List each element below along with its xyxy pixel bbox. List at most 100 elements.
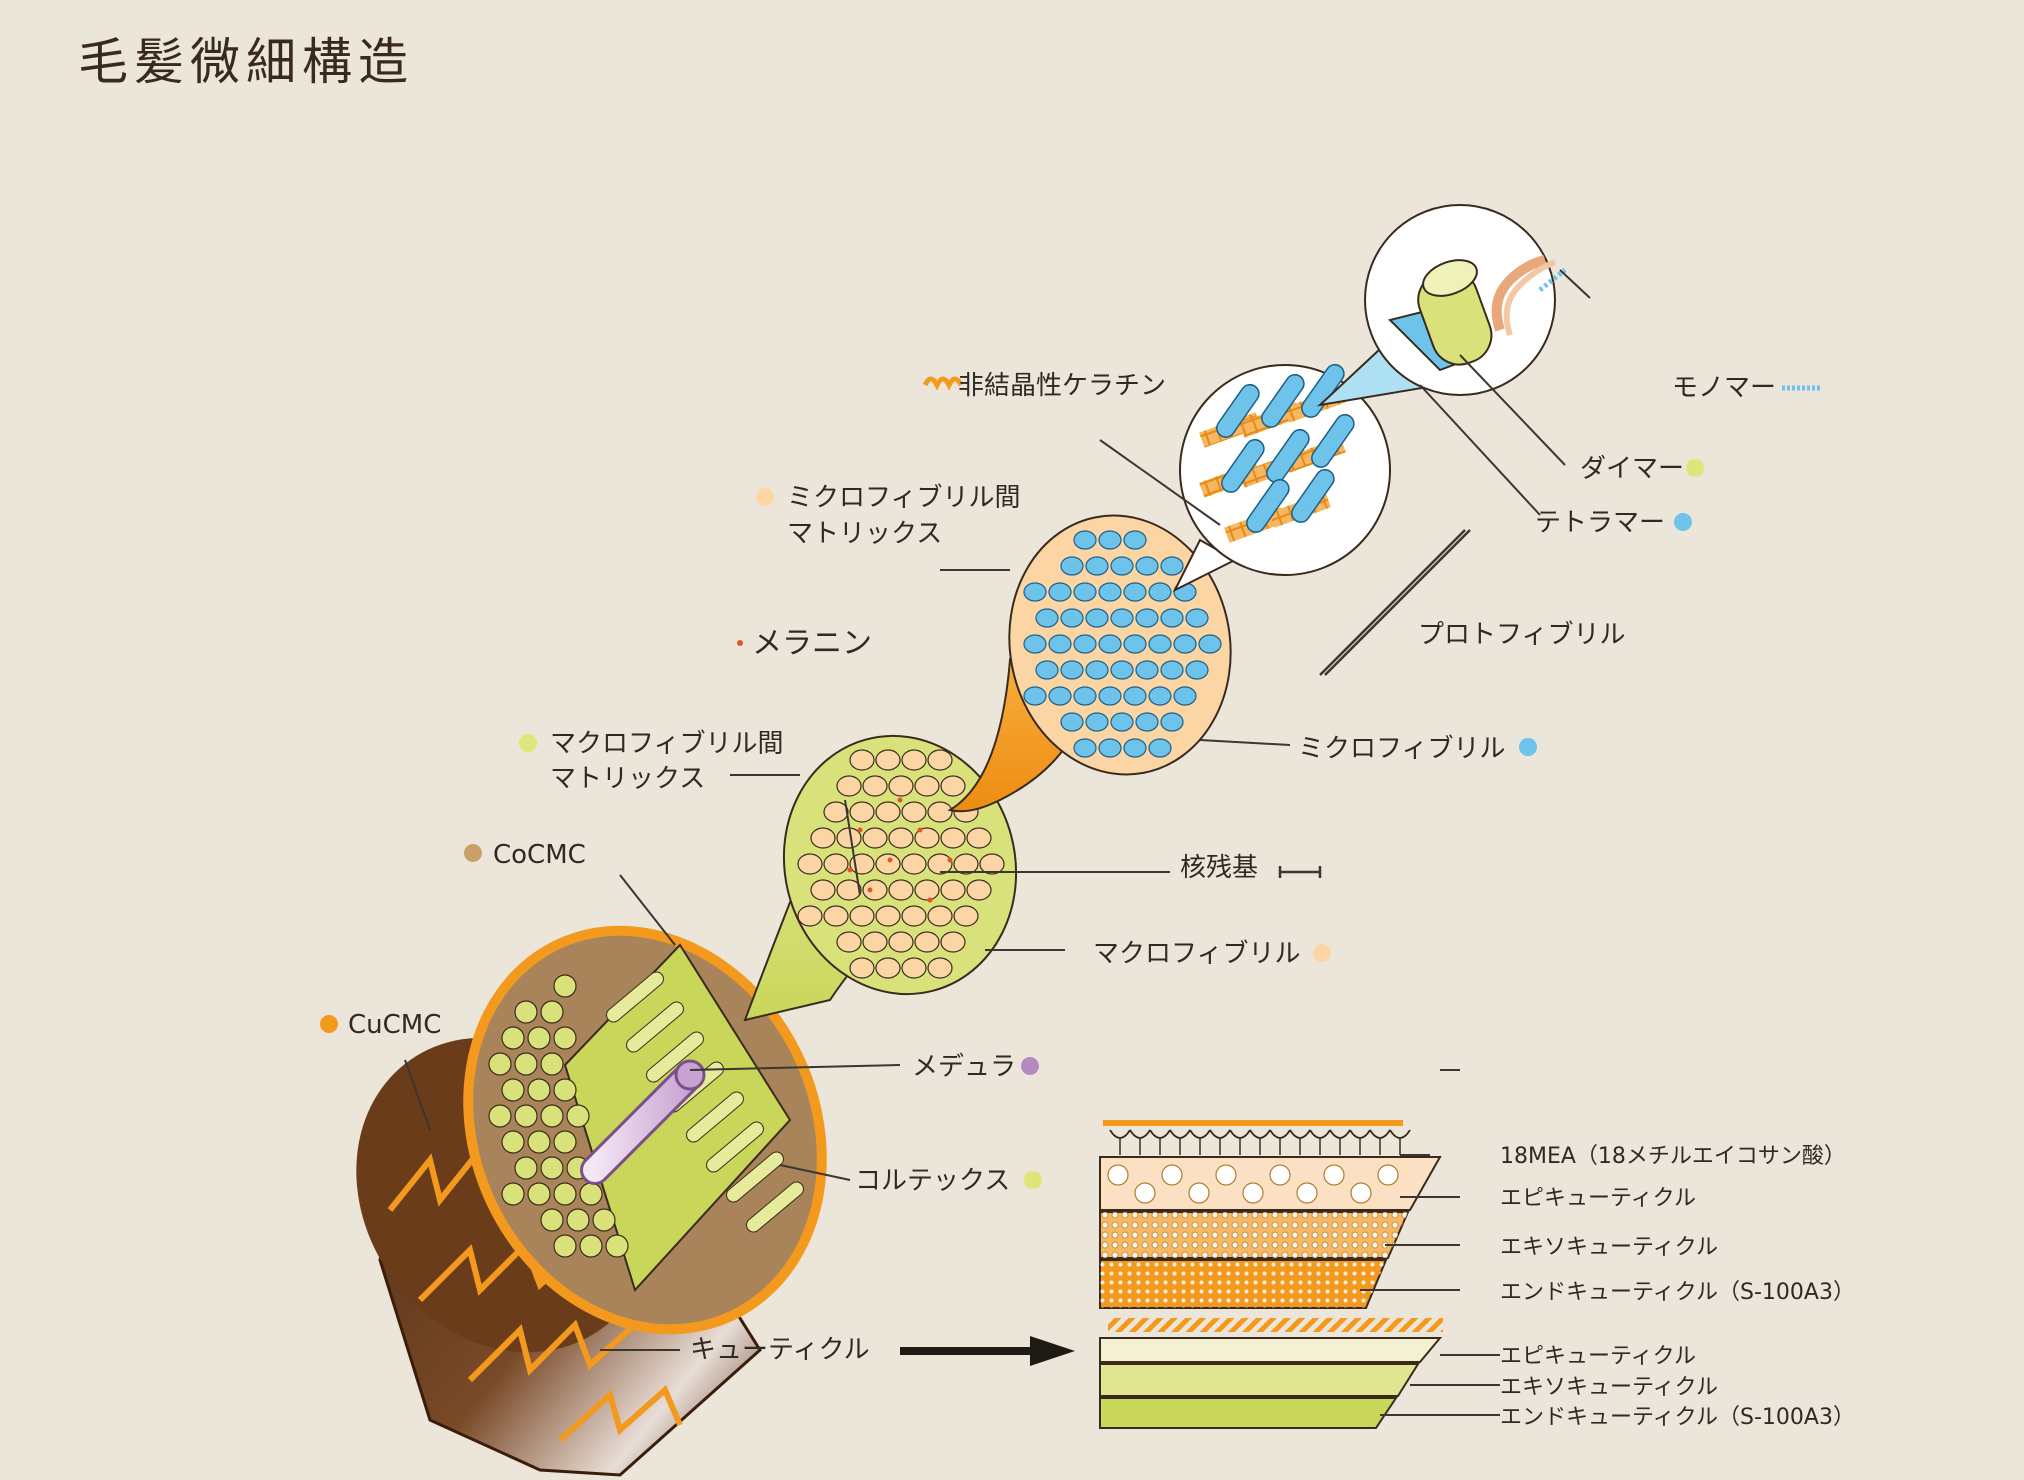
macrofibril-oval	[823, 801, 849, 823]
cuticle-zigzag-3	[467, 1317, 643, 1383]
epicuticle-granule	[1188, 1182, 1210, 1204]
protofibril-tube	[1216, 383, 1260, 438]
macrofibril-oval	[875, 905, 901, 927]
macrofibril-oval	[836, 879, 862, 901]
cortex-strand	[746, 1181, 804, 1233]
mea-chain	[1369, 1129, 1391, 1139]
cortex-cell	[579, 1234, 603, 1258]
microfibril-oval	[1085, 608, 1109, 628]
macrofibril-oval	[836, 775, 862, 797]
labels: 非結晶性ケラチン モノマー ダイマー テトラマー ミクロフィブリル間 マトリック…	[348, 371, 1855, 1430]
macrofibril-oval	[901, 957, 927, 979]
macrofibril-oval	[953, 905, 979, 927]
microfibril-oval	[1110, 608, 1134, 628]
macrofibril-oval	[823, 905, 849, 927]
dimer-dot	[1686, 459, 1704, 477]
cortex-cell	[553, 974, 577, 998]
melanin-dot	[737, 640, 743, 646]
microfibril-oval	[1148, 686, 1172, 706]
nuclear-remnant-icon	[1278, 866, 1322, 878]
microfibril-oval	[1060, 660, 1084, 680]
cucmc-dot	[320, 1015, 338, 1033]
tetramer-dot	[1674, 513, 1692, 531]
label-cortex: コルテックス	[855, 1166, 1010, 1196]
cortex-cell	[514, 1156, 538, 1180]
cortex-cell	[540, 1156, 564, 1180]
macrofibril-oval	[849, 801, 875, 823]
cortex-cell	[540, 1104, 564, 1128]
macrofibril-oval	[979, 853, 1005, 875]
label-nuclear-remnant: 核残基	[1180, 853, 1258, 883]
macrofibril-oval	[888, 879, 914, 901]
microfibril-oval	[1160, 556, 1184, 576]
macrofibril-dot	[1313, 944, 1331, 962]
mea-chain	[1389, 1129, 1411, 1139]
label-microfibril-matrix-2: マトリックス	[787, 519, 942, 549]
macrofibril-oval	[862, 931, 888, 953]
protofibril-tube	[1221, 438, 1265, 493]
macrofibril-oval	[862, 879, 888, 901]
macrofibril-oval	[927, 801, 953, 823]
microfibril-oval	[1148, 634, 1172, 654]
cortex-strand	[686, 1091, 744, 1143]
macrofibril-oval	[810, 879, 836, 901]
microfibril-oval	[1110, 660, 1134, 680]
microfibril-oval	[1023, 686, 1047, 706]
label-melanin: メラニン	[752, 626, 872, 661]
microfibril-oval	[1073, 634, 1097, 654]
macrofibril-oval	[875, 853, 901, 875]
cortex-cell	[553, 1078, 577, 1102]
macrofibril-oval	[875, 957, 901, 979]
macrofibril-oval	[901, 749, 927, 771]
macrofibril-oval	[888, 827, 914, 849]
cuticle-top-exo: エキソキューティクル	[1500, 1235, 1718, 1260]
epicuticle-granule	[1161, 1164, 1183, 1186]
mea-chain	[1289, 1129, 1311, 1139]
microfibril-oval	[1035, 608, 1059, 628]
macrofibril-oval	[888, 775, 914, 797]
microfibril-matrix-dot	[756, 488, 774, 506]
epicuticle-granule	[1107, 1164, 1129, 1186]
microfibril-oval	[1073, 530, 1097, 550]
label-protofibril: プロトフィブリル	[1418, 620, 1625, 650]
microfibril-oval	[1148, 738, 1172, 758]
cuticle-layers-detail-top	[1099, 1120, 1442, 1309]
mea-chain	[1249, 1129, 1271, 1139]
cortex-cell	[553, 1234, 577, 1258]
macrofibril-oval	[875, 801, 901, 823]
microfibril-oval	[1098, 582, 1122, 602]
microfibril-oval	[1123, 634, 1147, 654]
melanin-granule	[847, 867, 853, 873]
epicuticle-granule	[1323, 1164, 1345, 1186]
microfibril-oval	[1135, 556, 1159, 576]
protofibril-tube	[1266, 428, 1310, 483]
microfibril-oval	[1098, 634, 1122, 654]
macrofibril-oval	[927, 957, 953, 979]
cortex-cross-section	[463, 925, 827, 1335]
cuticle-top-epi: エピキューティクル	[1500, 1186, 1696, 1211]
protofibril-tube	[1291, 468, 1335, 523]
macrofibril-oval	[953, 853, 979, 875]
non-crystalline-keratin-icon	[922, 376, 964, 391]
cortex-cell	[514, 1052, 538, 1076]
melanin-granule	[897, 797, 903, 803]
mea-chain	[1129, 1129, 1151, 1139]
cortex-cell	[527, 1130, 551, 1154]
mea-chain	[1309, 1129, 1331, 1139]
cortex-cell	[553, 1026, 577, 1050]
label-microfibril: ミクロフィブリル	[1298, 734, 1505, 764]
cortex-cell	[501, 1182, 525, 1206]
microfibril-oval	[1185, 608, 1209, 628]
melanin-granule	[947, 857, 953, 863]
cortex-cell	[540, 1000, 564, 1024]
macrofibril-oval	[823, 853, 849, 875]
microfibril-oval	[1198, 634, 1222, 654]
protofibril-tube	[1311, 413, 1355, 468]
cortex-cell	[488, 1052, 512, 1076]
protofibril-bracket	[1319, 529, 1466, 676]
macrofibril-oval	[966, 879, 992, 901]
cortex-strand	[626, 1001, 684, 1053]
cortex-cell	[579, 1182, 603, 1206]
macrofibril-oval	[901, 853, 927, 875]
